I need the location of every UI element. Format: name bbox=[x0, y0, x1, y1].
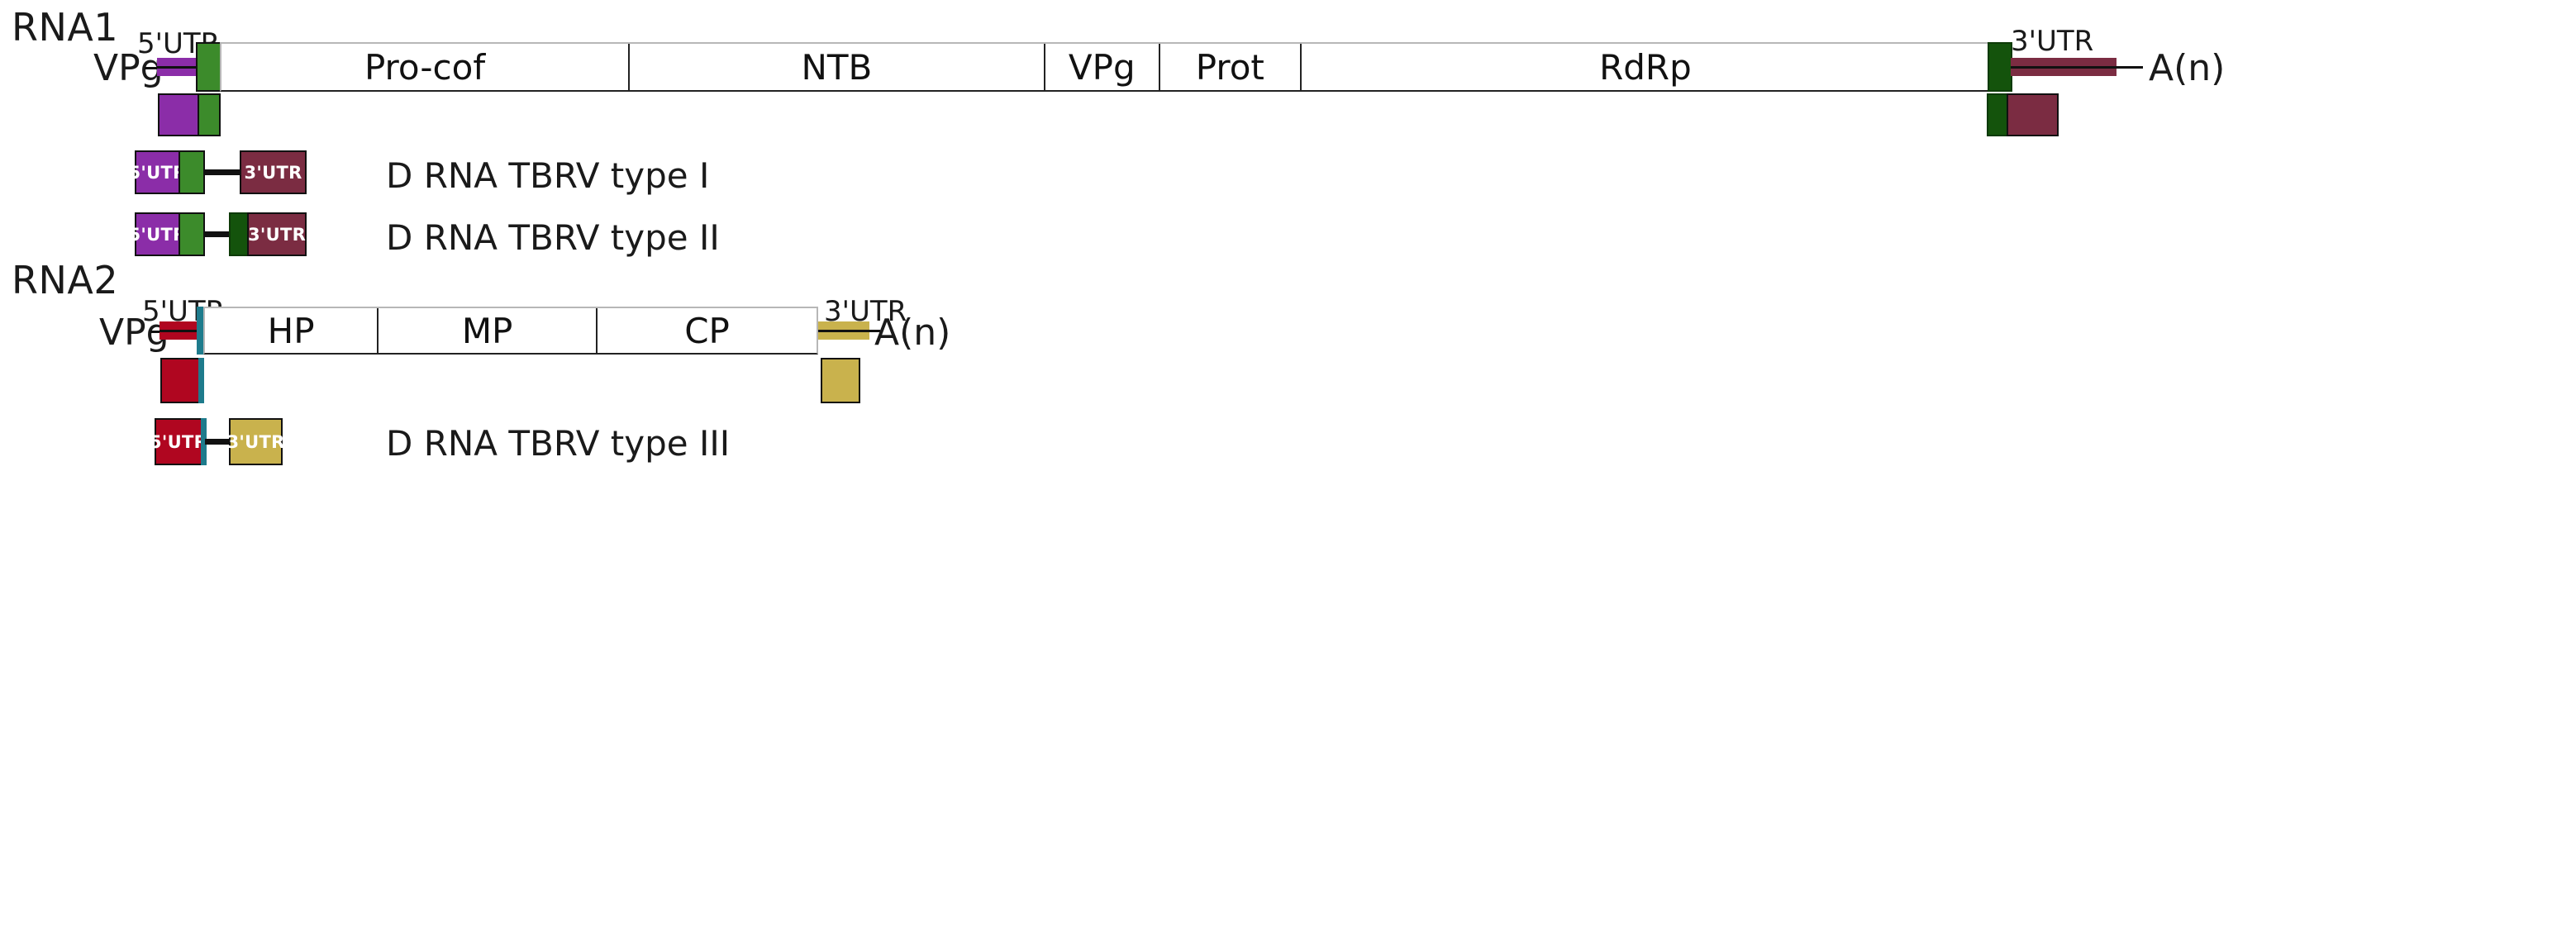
rna1-orf-label: NTB bbox=[801, 46, 873, 88]
rna1-orf-pro-cof: Pro-cof bbox=[221, 44, 631, 90]
rna2-orf-hp: HP bbox=[205, 308, 379, 353]
rna2-utr3-axis bbox=[818, 330, 880, 332]
rna1-retained-utr3-block bbox=[2007, 93, 2059, 136]
rna2-retained-teal-bar bbox=[198, 358, 204, 403]
rna1-retained-utr5-block bbox=[158, 93, 199, 136]
rna1-utr5-axis bbox=[157, 66, 204, 69]
rna2-orf-bar: HP MP CP bbox=[203, 307, 818, 355]
drna2-utr5-chip: 5'UTR bbox=[128, 212, 187, 256]
rna1-orf-bar: Pro-cof NTB VPg Prot RdRp bbox=[220, 42, 1991, 92]
drna2-utr5-text: 5'UTR bbox=[128, 224, 187, 245]
rna1-utr3-label: 3'UTR bbox=[2011, 25, 2094, 58]
drna1-green-chip bbox=[179, 150, 205, 194]
rna2-retained-utr3-block bbox=[821, 358, 860, 403]
drna3-teal-bar bbox=[201, 418, 207, 465]
rna1-orf-ntb: NTB bbox=[630, 44, 1045, 90]
rna2-teal-start-bar bbox=[197, 307, 204, 355]
rna1-orf-label: VPg bbox=[1068, 46, 1136, 88]
rna1-orf-label: Prot bbox=[1195, 46, 1264, 88]
rna2-title: RNA2 bbox=[12, 258, 119, 302]
rna1-orf-label: Pro-cof bbox=[364, 46, 486, 88]
rna2-orf-label: HP bbox=[267, 310, 315, 351]
rna2-retained-utr5-block bbox=[160, 358, 200, 403]
rna1-title: RNA1 bbox=[12, 5, 119, 50]
drna3-label: D RNA TBRV type III bbox=[386, 423, 731, 464]
rna1-orf-label: RdRp bbox=[1599, 46, 1692, 88]
drna1-utr5-chip: 5'UTR bbox=[128, 150, 187, 194]
rna2-orf-cp: CP bbox=[598, 308, 817, 353]
rna1-orf-rdrp: RdRp bbox=[1302, 44, 1989, 90]
drna3-connector bbox=[205, 439, 231, 445]
drna2-green-chip bbox=[179, 212, 205, 256]
drna1-utr3-text: 3'UTR bbox=[244, 162, 302, 183]
rna1-orf-vpg: VPg bbox=[1045, 44, 1160, 90]
drna1-utr3-chip: 3'UTR bbox=[240, 150, 307, 194]
rna2-orf-label: CP bbox=[684, 310, 730, 351]
rna2-an-label: A(n) bbox=[874, 312, 951, 354]
drna2-utr3-text: 3'UTR bbox=[247, 224, 307, 245]
drna2-connector bbox=[204, 231, 231, 237]
drna2-label: D RNA TBRV type II bbox=[386, 217, 720, 258]
drna1-utr5-text: 5'UTR bbox=[128, 162, 187, 183]
drna2-utr3-chip: 3'UTR bbox=[247, 212, 307, 256]
drna3-utr3-chip: 3'UTR bbox=[226, 418, 285, 465]
drna3-utr3-text: 3'UTR bbox=[226, 431, 285, 452]
drna1-connector bbox=[204, 169, 241, 175]
rna2-orf-mp: MP bbox=[379, 308, 598, 353]
rna2-orf-label: MP bbox=[461, 310, 513, 351]
drna3-utr5-text: 5'UTR bbox=[149, 431, 208, 452]
rna1-an-label: A(n) bbox=[2149, 47, 2226, 89]
drna3-utr5-chip: 5'UTR bbox=[149, 418, 208, 465]
rna2-utr5-axis bbox=[160, 330, 199, 332]
drna1-label: D RNA TBRV type I bbox=[386, 155, 710, 196]
drna2-green-dark-chip bbox=[229, 212, 249, 256]
rna1-retained-green-dark-block bbox=[1987, 93, 2008, 136]
rna1-utr3-axis bbox=[2011, 66, 2143, 69]
rna1-orf-prot: Prot bbox=[1160, 44, 1302, 90]
rna1-retained-green-block bbox=[198, 93, 221, 136]
rna1-green-start-block bbox=[196, 42, 222, 92]
rna1-green-stop-block bbox=[1988, 42, 2012, 92]
